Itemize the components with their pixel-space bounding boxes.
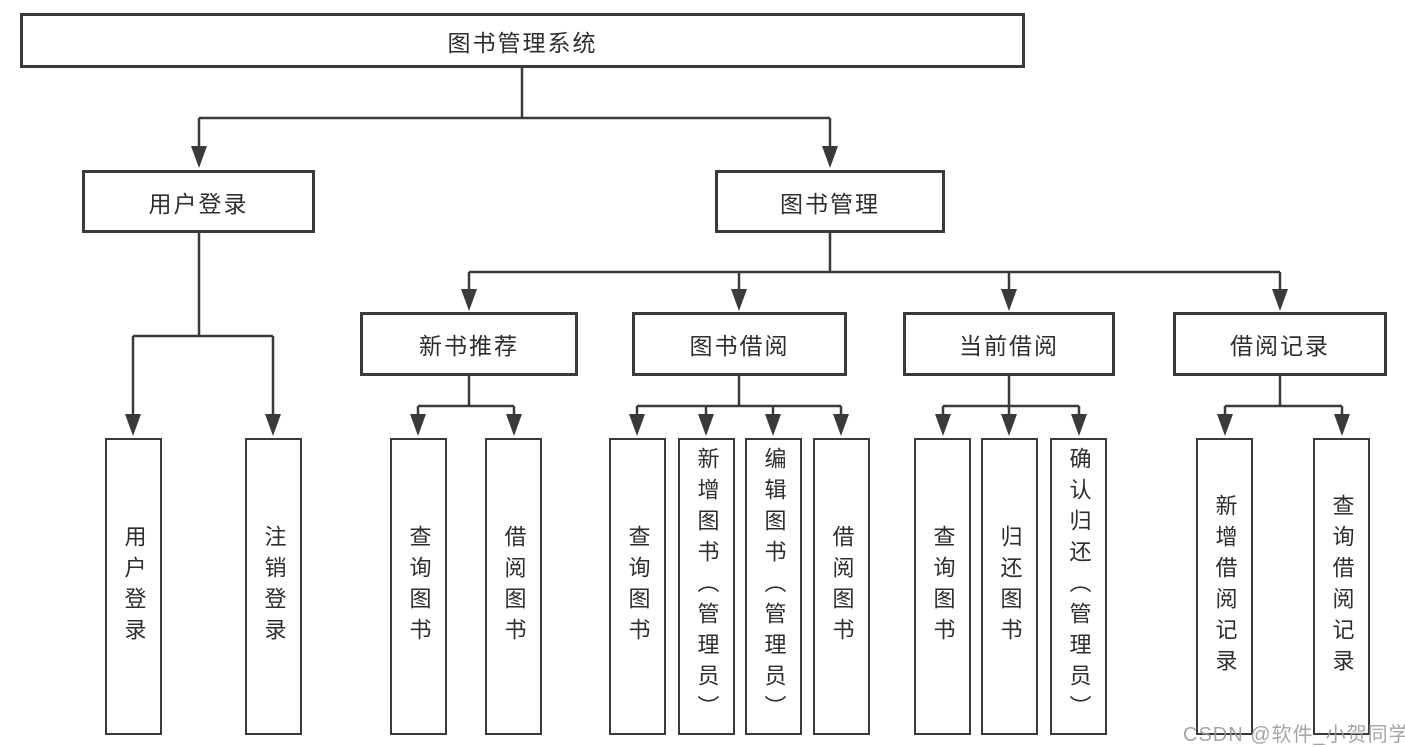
arrow-down-icon	[410, 414, 426, 436]
leaf-confirm-return-admin: 确认归还（管理员）	[1050, 438, 1107, 735]
leaf-add-book-admin: 新增图书（管理员）	[678, 438, 735, 735]
leaf-logout: 注销登录	[245, 438, 302, 735]
leaf-query-borrow-record-label: 查询借阅记录	[1329, 493, 1355, 680]
connector-book-borrow-children	[629, 376, 849, 436]
leaf-add-borrow-record-label: 新增借阅记录	[1212, 493, 1238, 680]
leaf-logout-label: 注销登录	[261, 524, 287, 649]
connector-new-book-recommend-children	[410, 376, 522, 436]
leaf-borrow-book-recommend-label: 借阅图书	[501, 524, 527, 649]
connector-book-management-children	[461, 233, 1288, 311]
connector-user-login-children	[125, 233, 281, 436]
leaf-borrow-book-label: 借阅图书	[829, 524, 855, 649]
leaf-edit-book-admin-label: 编辑图书（管理员）	[761, 447, 787, 726]
leaf-add-book-admin-label: 新增图书（管理员）	[694, 447, 720, 726]
node-book-borrow-label: 图书借阅	[689, 333, 790, 359]
leaf-query-book-current: 查询图书	[914, 438, 971, 735]
arrow-down-icon	[1001, 414, 1017, 436]
leaf-query-book-current-label: 查询图书	[930, 524, 956, 649]
arrow-down-icon	[698, 414, 714, 436]
node-user-login-label: 用户登录	[148, 190, 249, 217]
arrow-down-icon	[1272, 289, 1288, 311]
leaf-user-login-label: 用户登录	[121, 524, 147, 649]
connector-root-to-level2	[191, 68, 838, 168]
node-new-book-recommend-label: 新书推荐	[419, 333, 519, 359]
leaf-return-book-label: 归还图书	[997, 524, 1023, 649]
csdn-watermark: CSDN @软件_小贺同学	[1183, 724, 1405, 746]
arrow-down-icon	[461, 289, 477, 311]
node-book-management-label: 图书管理	[780, 190, 880, 217]
leaf-query-book-recommend-label: 查询图书	[406, 524, 432, 649]
arrow-down-icon	[265, 414, 281, 436]
leaf-borrow-book-recommend: 借阅图书	[485, 438, 542, 735]
arrow-down-icon	[125, 414, 141, 436]
node-book-borrow: 图书借阅	[632, 312, 847, 376]
arrow-down-icon	[822, 146, 838, 168]
node-root-label: 图书管理系统	[447, 29, 598, 56]
arrow-down-icon	[765, 414, 781, 436]
leaf-edit-book-admin: 编辑图书（管理员）	[745, 438, 802, 735]
connector-current-borrow-children	[935, 376, 1087, 436]
node-book-management: 图书管理	[715, 170, 945, 233]
arrow-down-icon	[1001, 289, 1017, 311]
node-current-borrow: 当前借阅	[903, 312, 1115, 376]
leaf-confirm-return-admin-label: 确认归还（管理员）	[1066, 447, 1092, 726]
leaf-query-book-borrow: 查询图书	[609, 438, 666, 735]
connector-borrow-record-children	[1217, 376, 1350, 436]
leaf-add-borrow-record: 新增借阅记录	[1196, 438, 1253, 735]
node-borrow-record-label: 借阅记录	[1230, 333, 1330, 359]
leaf-query-book-borrow-label: 查询图书	[625, 524, 651, 649]
arrow-down-icon	[833, 414, 849, 436]
arrow-down-icon	[935, 414, 951, 436]
arrow-down-icon	[1071, 414, 1087, 436]
leaf-user-login: 用户登录	[105, 438, 162, 735]
node-borrow-record: 借阅记录	[1173, 312, 1387, 376]
leaf-return-book: 归还图书	[981, 438, 1038, 735]
arrow-down-icon	[506, 414, 522, 436]
leaf-query-book-recommend: 查询图书	[390, 438, 447, 735]
arrow-down-icon	[1334, 414, 1350, 436]
arrow-down-icon	[191, 146, 207, 168]
leaf-borrow-book: 借阅图书	[813, 438, 870, 735]
node-root: 图书管理系统	[20, 13, 1025, 68]
node-current-borrow-label: 当前借阅	[959, 333, 1059, 359]
node-user-login: 用户登录	[82, 170, 315, 233]
leaf-query-borrow-record: 查询借阅记录	[1313, 438, 1370, 735]
arrow-down-icon	[731, 289, 747, 311]
arrow-down-icon	[629, 414, 645, 436]
node-new-book-recommend: 新书推荐	[360, 312, 578, 376]
arrow-down-icon	[1217, 414, 1233, 436]
